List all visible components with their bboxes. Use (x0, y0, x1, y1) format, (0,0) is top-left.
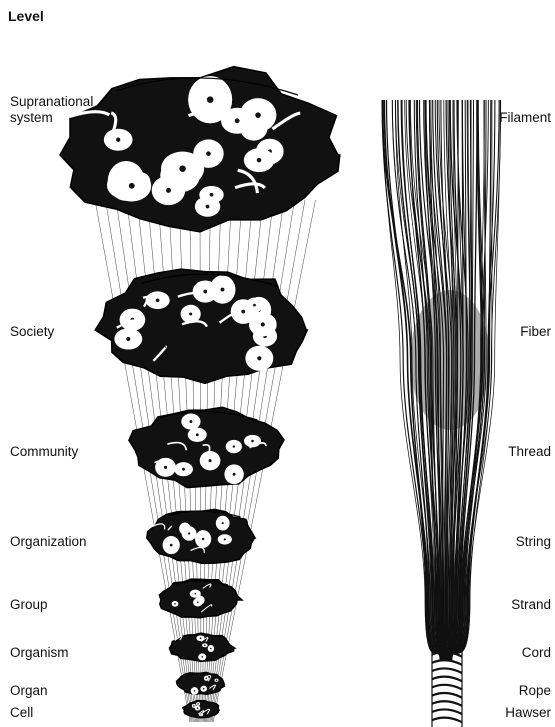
level-label-community: Community (10, 444, 78, 460)
fiber-dense-zone (410, 290, 490, 430)
rope-label-cord: Cord (522, 645, 551, 661)
level-label-group: Group (10, 597, 48, 613)
rope-label-hawser: Hawser (505, 705, 551, 721)
twist-segment (432, 660, 462, 665)
blob-supranational (60, 67, 340, 232)
level-label-society: Society (10, 324, 54, 340)
twist-segment (432, 709, 462, 714)
blob-organization (147, 509, 255, 563)
system-blobs (60, 67, 340, 718)
blob-society (95, 269, 307, 383)
twist-segment (432, 718, 462, 723)
twist-segment (432, 701, 462, 706)
blob-group (159, 579, 242, 618)
twist-segment (432, 668, 462, 673)
blob-organ (177, 672, 225, 694)
twist-segment (432, 685, 462, 690)
level-label-cell: Cell (10, 705, 33, 721)
level-label-organism: Organism (10, 645, 69, 661)
level-label-organ: Organ (10, 683, 48, 699)
rope-label-rope: Rope (519, 683, 551, 699)
twist-segment (432, 677, 462, 682)
rope-illustration (382, 100, 501, 727)
blob-organism (170, 633, 235, 661)
rope-label-string: String (516, 534, 551, 550)
twist-segment (432, 693, 462, 698)
rope-label-fiber: Fiber (520, 324, 551, 340)
rope-label-filament: Filament (499, 110, 551, 126)
blob-cell (183, 701, 219, 718)
rope-label-thread: Thread (508, 444, 551, 460)
level-label-supranational: Supranational system (10, 94, 93, 126)
level-label-organization: Organization (10, 534, 87, 550)
level-header: Level (8, 8, 44, 24)
rope-label-strand: Strand (511, 597, 551, 613)
blob-community (129, 407, 284, 487)
